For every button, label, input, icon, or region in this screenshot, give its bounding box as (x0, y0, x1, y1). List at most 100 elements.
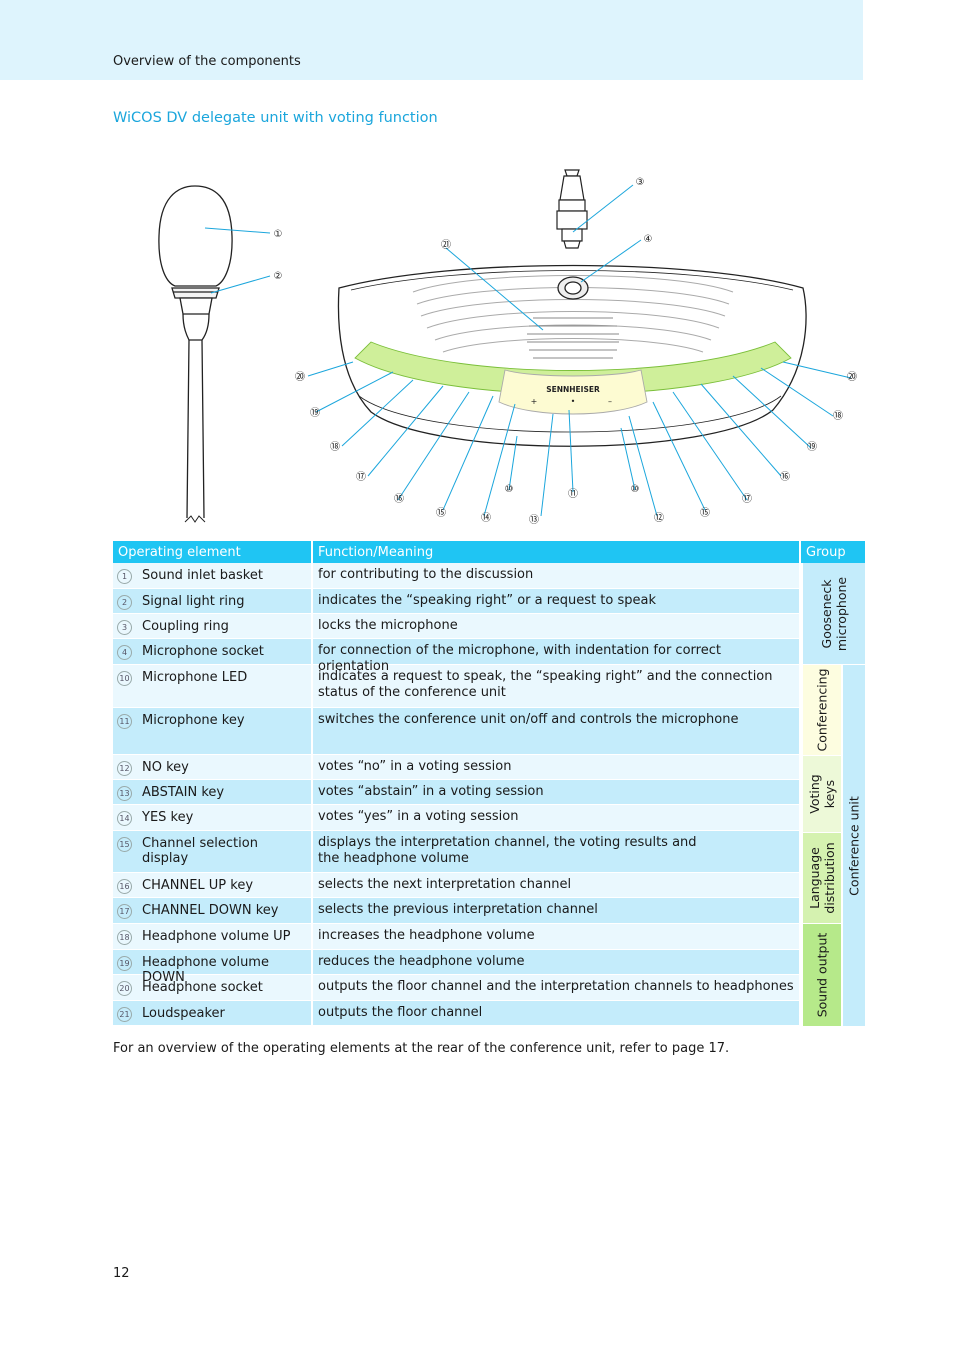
element-number: 14 (117, 811, 132, 826)
element-name: Loudspeaker (142, 1006, 225, 1021)
page-number: 12 (113, 1266, 130, 1281)
svg-text:⑱: ⑱ (330, 441, 340, 453)
svg-text:⑮: ⑮ (436, 507, 446, 519)
group-gooseneck: Gooseneck microphone (801, 563, 865, 665)
footnote: For an overview of the operating element… (113, 1041, 730, 1056)
header-band (0, 0, 863, 80)
element-number: 4 (117, 645, 132, 660)
element-name: CHANNEL UP key (142, 878, 254, 893)
element-name: Channel selection display (142, 836, 258, 866)
svg-text:•: • (571, 397, 576, 406)
operating-element-cell: 3 Coupling ring (113, 614, 313, 639)
svg-text:⑳: ⑳ (847, 371, 857, 383)
function-cell: votes “yes” in a voting session (313, 805, 801, 831)
operating-element-cell: 13 ABSTAIN key (113, 780, 313, 805)
function-cell: for contributing to the discussion (313, 563, 801, 589)
header-operating-element: Operating element (113, 541, 313, 563)
element-number: 12 (117, 761, 132, 776)
element-number: 19 (117, 956, 132, 971)
microphone-plug-illustration (556, 169, 588, 249)
table-row: 2 Signal light ring indicates the “speakin… (113, 589, 801, 614)
microphone-illustration (158, 185, 233, 523)
svg-text:+: + (531, 397, 538, 406)
table-row: 13 ABSTAIN key votes “abstain” in a voting… (113, 780, 801, 805)
operating-elements-table: Operating element Function/Meaning Group… (113, 541, 865, 1027)
function-cell: displays the interpretation channel, the… (313, 831, 801, 873)
svg-text:⑬: ⑬ (529, 514, 539, 526)
svg-text:–: – (608, 397, 612, 406)
element-name: CHANNEL DOWN key (142, 903, 279, 918)
conference-unit-illustration: SENNHEISER + • – (337, 264, 807, 447)
element-number: 13 (117, 786, 132, 801)
element-name: Headphone volume DOWN (142, 955, 269, 985)
element-name: Headphone volume UP (142, 929, 291, 944)
function-cell: outputs the floor channel and the interp… (313, 975, 801, 1001)
svg-text:㉑: ㉑ (441, 239, 451, 251)
svg-text:④: ④ (644, 234, 653, 245)
function-cell: for connection of the microphone, with i… (313, 639, 801, 674)
svg-text:⑯: ⑯ (394, 493, 404, 505)
function-cell: outputs the floor channel (313, 1001, 801, 1026)
svg-text:⑭: ⑭ (481, 512, 491, 524)
function-cell: selects the next interpretation channel (313, 873, 801, 898)
element-name: Coupling ring (142, 619, 229, 634)
section-title: WiCOS DV delegate unit with voting funct… (113, 110, 438, 126)
operating-element-cell: 2 Signal light ring (113, 589, 313, 614)
operating-element-cell: 12 NO key (113, 755, 313, 780)
svg-text:⑮: ⑮ (700, 507, 710, 519)
element-name: YES key (142, 810, 194, 825)
table-row: 1 Sound inlet basket for contributing to t… (113, 563, 801, 589)
svg-text:②: ② (274, 271, 283, 282)
function-cell: votes “abstain” in a voting session (313, 780, 801, 805)
header-group: Group (806, 544, 846, 560)
svg-text:⑲: ⑲ (807, 441, 817, 453)
function-cell: switches the conference unit on/off and … (313, 708, 801, 755)
table-row: 12 NO key votes “no” in a voting session (113, 755, 801, 780)
group-voting-keys: Voting keys (801, 756, 841, 833)
table-row: 16 CHANNEL UP key selects the next interpr… (113, 873, 801, 898)
element-name: Microphone key (142, 713, 245, 728)
table-row: 14 YES key votes “yes” in a voting session (113, 805, 801, 831)
function-cell: votes “no” in a voting session (313, 755, 801, 780)
function-cell: increases the headphone volume (313, 924, 801, 950)
group-language-distribution: Language distribution (801, 833, 841, 924)
header-function: Function/Meaning (313, 541, 801, 563)
svg-text:③: ③ (636, 177, 645, 188)
svg-text:⑰: ⑰ (356, 471, 366, 483)
element-name: ABSTAIN key (142, 785, 225, 800)
function-cell: indicates the “speaking right” or a requ… (313, 589, 801, 614)
group-conference-unit: Conference unit (841, 665, 865, 1027)
element-name: NO key (142, 760, 189, 775)
table-row: 3 Coupling ring locks the microphone (113, 614, 801, 639)
table-header: Operating element Function/Meaning Group (113, 541, 865, 563)
function-cell: selects the previous interpretation chan… (313, 898, 801, 924)
function-cell: reduces the headphone volume (313, 950, 801, 975)
element-number: 3 (117, 620, 132, 635)
svg-text:⑩: ⑩ (631, 484, 640, 495)
element-name: Signal light ring (142, 594, 245, 609)
element-number: 2 (117, 595, 132, 610)
function-cell: locks the microphone (313, 614, 801, 639)
svg-text:⑫: ⑫ (654, 512, 664, 524)
element-name: Sound inlet basket (142, 568, 263, 583)
operating-element-cell: 16 CHANNEL UP key (113, 873, 313, 898)
operating-element-cell: 1 Sound inlet basket (113, 563, 313, 589)
element-name: Headphone socket (142, 980, 263, 995)
group-sound-output: Sound output (801, 924, 841, 1027)
svg-text:⑲: ⑲ (310, 407, 320, 419)
element-number: 10 (117, 671, 132, 686)
element-number: 1 (117, 569, 132, 584)
element-number: 16 (117, 879, 132, 894)
